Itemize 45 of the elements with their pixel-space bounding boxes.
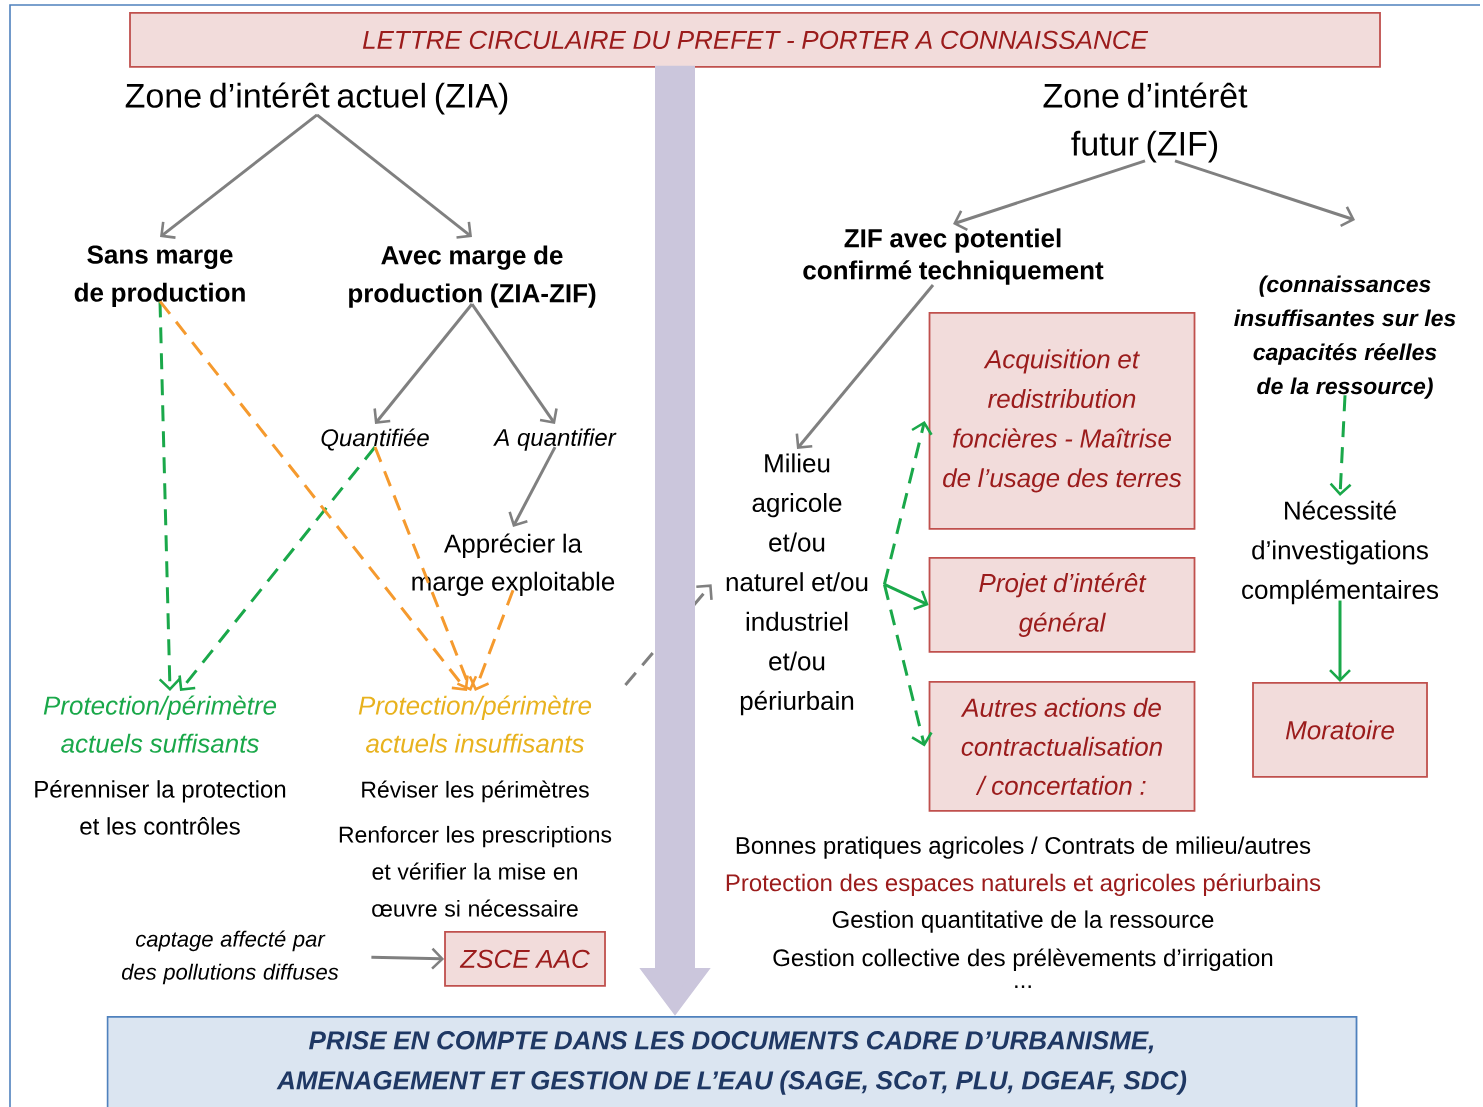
arrow	[1174, 159, 1355, 227]
arrow	[470, 303, 558, 424]
step-text: Milieu agricole et/ou naturel et/ou industriel et/ou périurbain	[726, 453, 868, 716]
action-box: Autres actions de contractualisation / concertation :	[928, 681, 1196, 812]
arrow	[371, 947, 445, 970]
arrow	[508, 446, 557, 527]
footer-box: PRISE EN COMPTE DANS LES DOCUMENTS CADRE D’URBANISME, AMENAGEMENT ET GESTION DE L’EAU (SAGE, SCoT, PLU, DGEAF, SDC)	[106, 1016, 1358, 1107]
branch-label: Avec marge de production (ZIA-ZIF)	[349, 245, 596, 308]
banner-box: LETTRE CIRCULAIRE DU PREFET - PORTER A CONNAISSANCE	[129, 12, 1381, 68]
arrow	[468, 589, 515, 691]
step-text: Apprécier la marge exploitable	[412, 533, 615, 596]
arrow	[316, 113, 472, 239]
arrow	[1329, 600, 1351, 682]
arrow	[795, 284, 935, 449]
branch-label: A quantifier	[493, 428, 617, 451]
arrow	[373, 446, 478, 691]
arrow	[158, 301, 181, 691]
branch-label: Sans marge de production	[74, 245, 245, 307]
note-text: Protection des espaces naturels et agricoles périurbains	[726, 873, 1321, 897]
note-text: Bonnes pratiques agricoles / Contrats de milieu/autres	[736, 836, 1311, 859]
heading-text: Zone d’intérêt actuel (ZIA)	[125, 82, 508, 115]
measure-box: ZSCE AAC	[444, 931, 606, 987]
note-text: Gestion quantitative de la ressource	[832, 910, 1214, 933]
branch-label: Quantifiée	[321, 428, 429, 451]
measure-box: Moratoire	[1252, 682, 1428, 778]
outcome-text: Protection/périmètre actuels suffisants Pérenniser la protection et les contrôles	[35, 695, 286, 835]
action-box: Acquisition et redistribution foncières - Maîtrise de l’usage des terres	[928, 312, 1196, 530]
note-text: captage affecté par des pollutions diffuses	[121, 930, 339, 985]
arrow	[882, 583, 933, 747]
note-text: Gestion collective des prélèvements d’irrigation	[773, 948, 1273, 972]
arrow	[373, 303, 474, 424]
arrow	[883, 582, 929, 611]
arrow	[178, 446, 377, 691]
arrow	[882, 420, 933, 585]
action-box: Projet d’intérêt général	[928, 557, 1196, 653]
note-text: ...	[1015, 985, 1031, 988]
branch-label: ZIF avec potentiel confirmé techniquement	[803, 228, 1104, 285]
note-text: (connaissances insuffisantes sur les capacités réelles de la ressource)	[1234, 275, 1456, 399]
step-text: Nécessité d’investigations complémentaires	[1242, 500, 1439, 605]
arrow	[160, 113, 318, 239]
outcome-text: Protection/périmètre actuels insuffisants Réviser les périmètres Renforcer les prescriptions et vérifier la mise en œuvre si nécessaire	[339, 695, 612, 917]
arrow	[158, 300, 469, 691]
arrow	[953, 159, 1146, 231]
arrow	[1329, 395, 1352, 496]
heading-text: Zone d’intérêt futur (ZIF)	[1043, 82, 1248, 163]
